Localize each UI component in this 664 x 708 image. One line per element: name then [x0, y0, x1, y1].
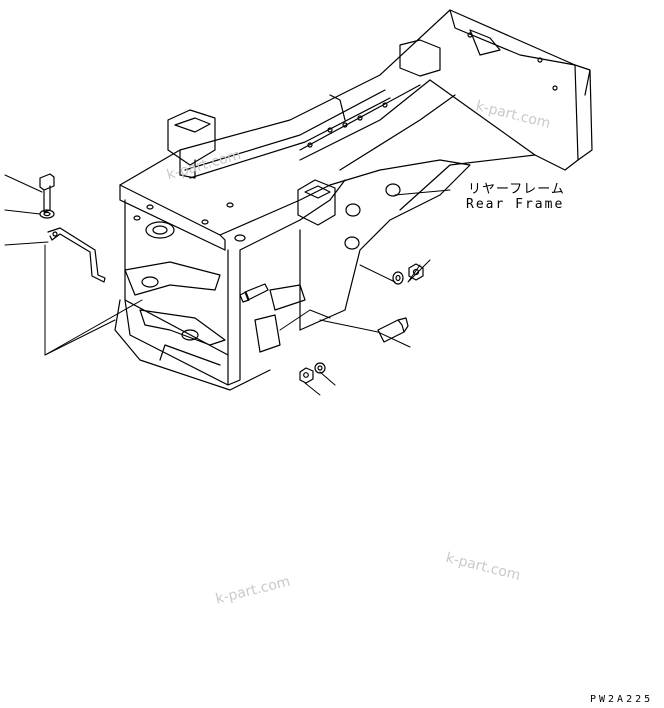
bracket-icon: [47, 227, 106, 283]
bolt-icon: [39, 173, 55, 213]
washer-icon: [392, 271, 404, 285]
washer-icon: [314, 362, 326, 374]
drawing-code: PW2A225: [590, 694, 654, 705]
part-name-jp: リヤーフレーム: [468, 182, 565, 197]
nut-icon: [299, 367, 314, 384]
part-name-en: Rear Frame: [466, 197, 565, 212]
bolt-icon: [239, 283, 269, 303]
rear-frame-drawing: [114, 9, 593, 391]
leader-lines: [4, 174, 451, 396]
bolt-icon: [377, 317, 409, 343]
